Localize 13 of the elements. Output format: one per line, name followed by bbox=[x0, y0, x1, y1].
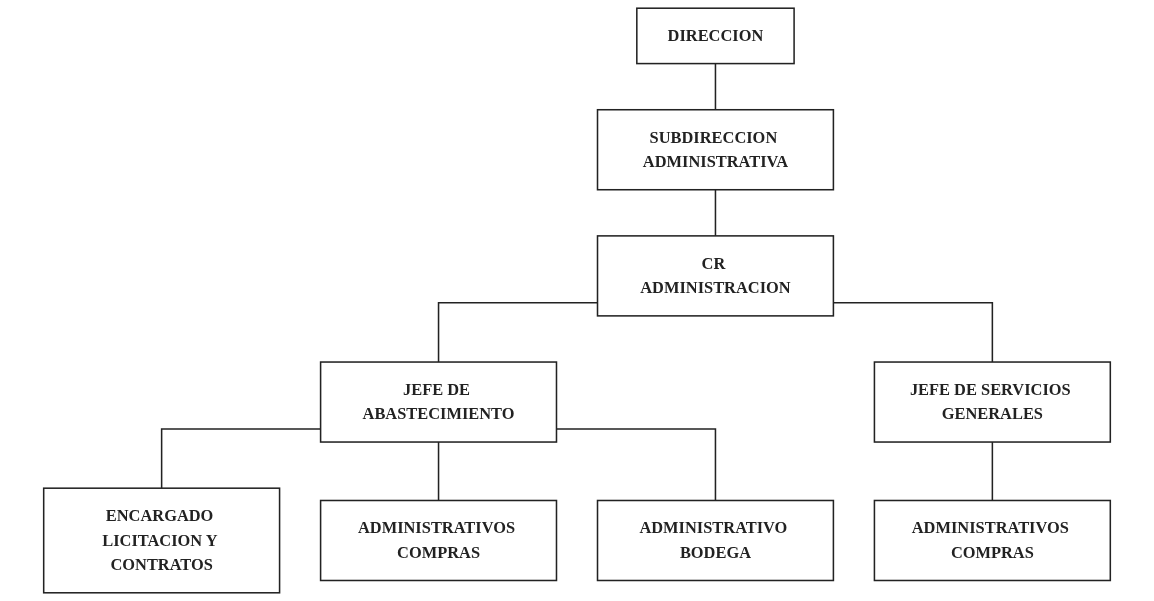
connector bbox=[437, 441, 440, 502]
node-box: JEFE DE ABASTECIMIENTO bbox=[319, 361, 558, 443]
connector bbox=[714, 62, 717, 111]
connector bbox=[991, 441, 994, 502]
node-box: ENCARGADO LICITACION Y CONTRATOS bbox=[42, 487, 281, 594]
node-box: JEFE DE SERVICIOS GENERALES bbox=[873, 361, 1112, 443]
node-box: ADMINISTRATIVOS COMPRAS bbox=[319, 499, 558, 582]
connector bbox=[714, 188, 717, 237]
node-box: DIRECCION bbox=[636, 7, 795, 65]
node-box: CR ADMINISTRACION bbox=[596, 235, 835, 317]
node-box: ADMINISTRATIVOS COMPRAS bbox=[873, 499, 1112, 582]
node-box: SUBDIRECCION ADMINISTRATIVA bbox=[596, 108, 835, 191]
node-box: ADMINISTRATIVO BODEGA bbox=[596, 499, 835, 582]
